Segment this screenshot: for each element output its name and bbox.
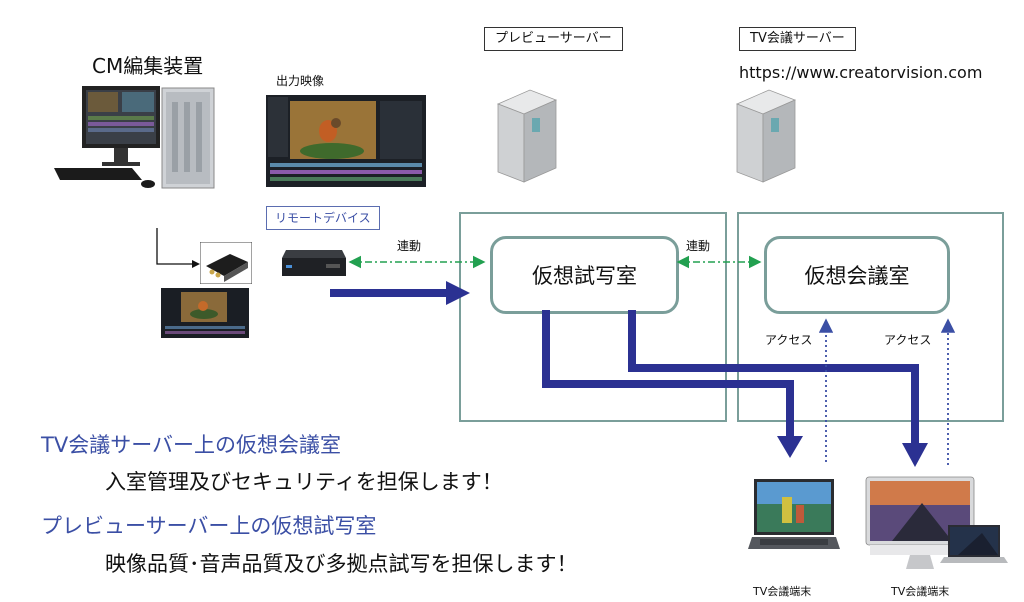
caption-2-body: 映像品質･音声品質及び多拠点試写を担保します！ bbox=[105, 552, 578, 576]
output-video-label: 出力映像 bbox=[276, 74, 325, 88]
editor-to-capture-line bbox=[156, 228, 196, 265]
caption-2-title: プレビューサーバー上の仮想試写室 bbox=[41, 514, 377, 538]
caption-1-title: TV会議サーバー上の仮想会議室 bbox=[41, 433, 341, 457]
server-url: https://www.creatorvision.com bbox=[739, 63, 983, 82]
cm-editor-label: CM編集装置 bbox=[92, 54, 204, 78]
server-icon bbox=[496, 89, 558, 183]
virtual-preview-room-label: 仮想試写室 bbox=[532, 264, 637, 288]
preview-server-label: プレビューサーバー bbox=[484, 27, 623, 51]
link-label-left: 連動 bbox=[397, 239, 422, 253]
imac-icon bbox=[865, 476, 1008, 569]
server-icon bbox=[735, 89, 797, 183]
arrow-preview-to-imac bbox=[628, 310, 919, 445]
access-label-left: アクセス bbox=[765, 333, 813, 347]
virtual-preview-room: 仮想試写室 bbox=[490, 236, 679, 314]
virtual-meeting-room: 仮想会議室 bbox=[764, 236, 950, 314]
caption-1-body: 入室管理及びセキュリティを担保します！ bbox=[105, 470, 503, 494]
arrow-preview-to-laptop bbox=[542, 310, 794, 438]
terminal-left-label: TV会議端末 bbox=[753, 585, 812, 598]
tv-server-label: TV会議サーバー bbox=[739, 27, 856, 51]
laptop-icon bbox=[748, 479, 840, 549]
mini-pc-icon bbox=[282, 250, 346, 276]
link-label-right: 連動 bbox=[686, 239, 711, 253]
capture-device-icon bbox=[200, 242, 252, 284]
virtual-meeting-room-label: 仮想会議室 bbox=[804, 264, 910, 288]
output-video-screen bbox=[266, 95, 426, 187]
terminal-right-label: TV会議端末 bbox=[891, 585, 950, 598]
capture-preview-thumbnail bbox=[161, 288, 249, 338]
tv-server-zone bbox=[737, 212, 1004, 422]
access-label-right: アクセス bbox=[884, 333, 932, 347]
preview-server-zone bbox=[459, 212, 727, 422]
workstation-icon bbox=[54, 86, 215, 189]
remote-device-label: リモートデバイス bbox=[266, 206, 380, 230]
